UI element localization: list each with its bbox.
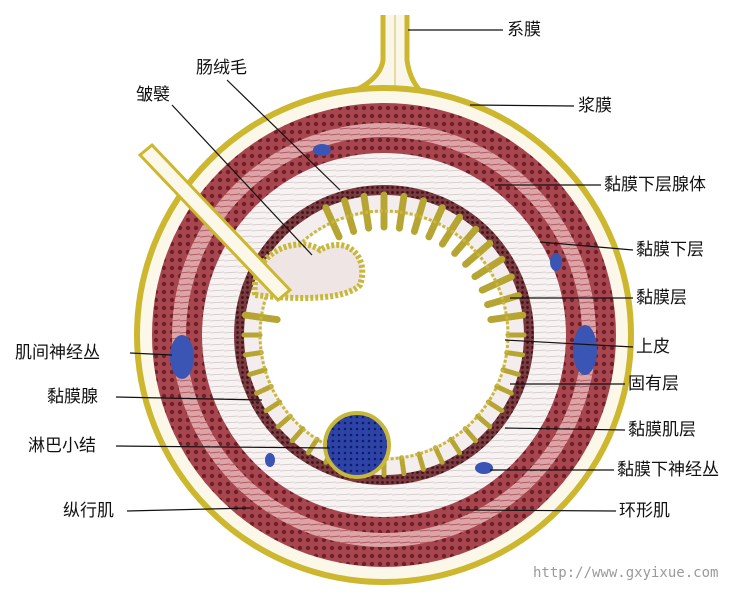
- label-circular-muscle: 环形肌: [619, 501, 670, 521]
- mucosal-gland: [254, 384, 274, 396]
- submucosal-plexus-spot: [475, 462, 493, 474]
- label-muscularis-mucosae: 黏膜肌层: [628, 420, 696, 440]
- label-plica: 皱襞: [136, 85, 170, 105]
- label-epithelium: 上皮: [636, 337, 670, 357]
- mucosal-gland: [416, 451, 426, 472]
- mucosal-gland: [242, 350, 264, 358]
- villus: [438, 213, 464, 248]
- leader-serosa: [469, 104, 575, 107]
- mucosal-gland: [289, 426, 306, 444]
- label-submucosa: 黏膜下层: [636, 240, 704, 260]
- plexus-top: [313, 144, 331, 156]
- label-mucosa: 黏膜层: [636, 288, 687, 308]
- lymph-nodule: [323, 411, 391, 479]
- mucosal-gland: [494, 384, 514, 396]
- label-mesentery: 系膜: [507, 20, 541, 40]
- mucosal-gland: [275, 413, 293, 430]
- label-mucosal-gland: 黏膜腺: [47, 387, 98, 407]
- label-submucosal-plexus: 黏膜下神经丛: [617, 460, 719, 480]
- mucosal-gland: [504, 350, 526, 358]
- villus: [341, 197, 358, 235]
- watermark: http://www.gxyixue.com: [533, 565, 719, 581]
- leader-lines: [115, 29, 634, 512]
- mucosal-gland: [305, 436, 320, 456]
- mucosal-gland: [448, 436, 463, 456]
- mucosal-gland: [462, 426, 479, 444]
- mucosal-gland: [433, 445, 445, 465]
- plexus-right: [550, 253, 562, 271]
- villus: [471, 255, 506, 281]
- label-lymph-nodule: 淋巴小结: [28, 436, 96, 456]
- label-longitudinal-muscle: 纵行肌: [63, 501, 114, 521]
- label-serosa: 浆膜: [578, 96, 612, 116]
- label-submucosal-gland: 黏膜下层腺体: [604, 175, 706, 195]
- leader-submucosa: [539, 241, 634, 251]
- label-lamina-propria: 固有层: [628, 374, 679, 394]
- villi-group: [241, 191, 527, 478]
- mucosal-gland: [475, 413, 493, 430]
- probe-rod: [137, 142, 293, 303]
- mucosal-gland: [485, 399, 505, 414]
- leader-myenteric-plexus: [129, 352, 173, 356]
- leader-villi: [226, 79, 341, 191]
- myenteric-plexus-left: [170, 335, 194, 379]
- label-villi: 肠绒毛: [196, 58, 247, 78]
- nerve-plexus-spots: [170, 144, 597, 474]
- plexus-bottom-left: [265, 453, 275, 467]
- leader-epithelium: [504, 339, 634, 348]
- leader-mucosal-gland: [115, 396, 263, 401]
- leader-circular-muscle: [459, 509, 617, 512]
- mucosal-gland: [247, 367, 268, 377]
- mucosal-gland: [500, 367, 521, 377]
- villus: [410, 197, 427, 235]
- villus: [484, 292, 522, 309]
- leader-lymph-nodule: [115, 445, 331, 449]
- mucosal-gland: [399, 455, 407, 477]
- mucosal-gland: [263, 399, 283, 414]
- epithelium-ring: [258, 209, 510, 461]
- leader-muscularis-mucosae: [504, 427, 626, 431]
- myenteric-plexus-right: [573, 325, 597, 375]
- leader-longitudinal-muscle: [126, 507, 251, 512]
- label-myenteric-plexus: 肌间神经丛: [15, 343, 100, 363]
- leader-plica: [171, 104, 313, 256]
